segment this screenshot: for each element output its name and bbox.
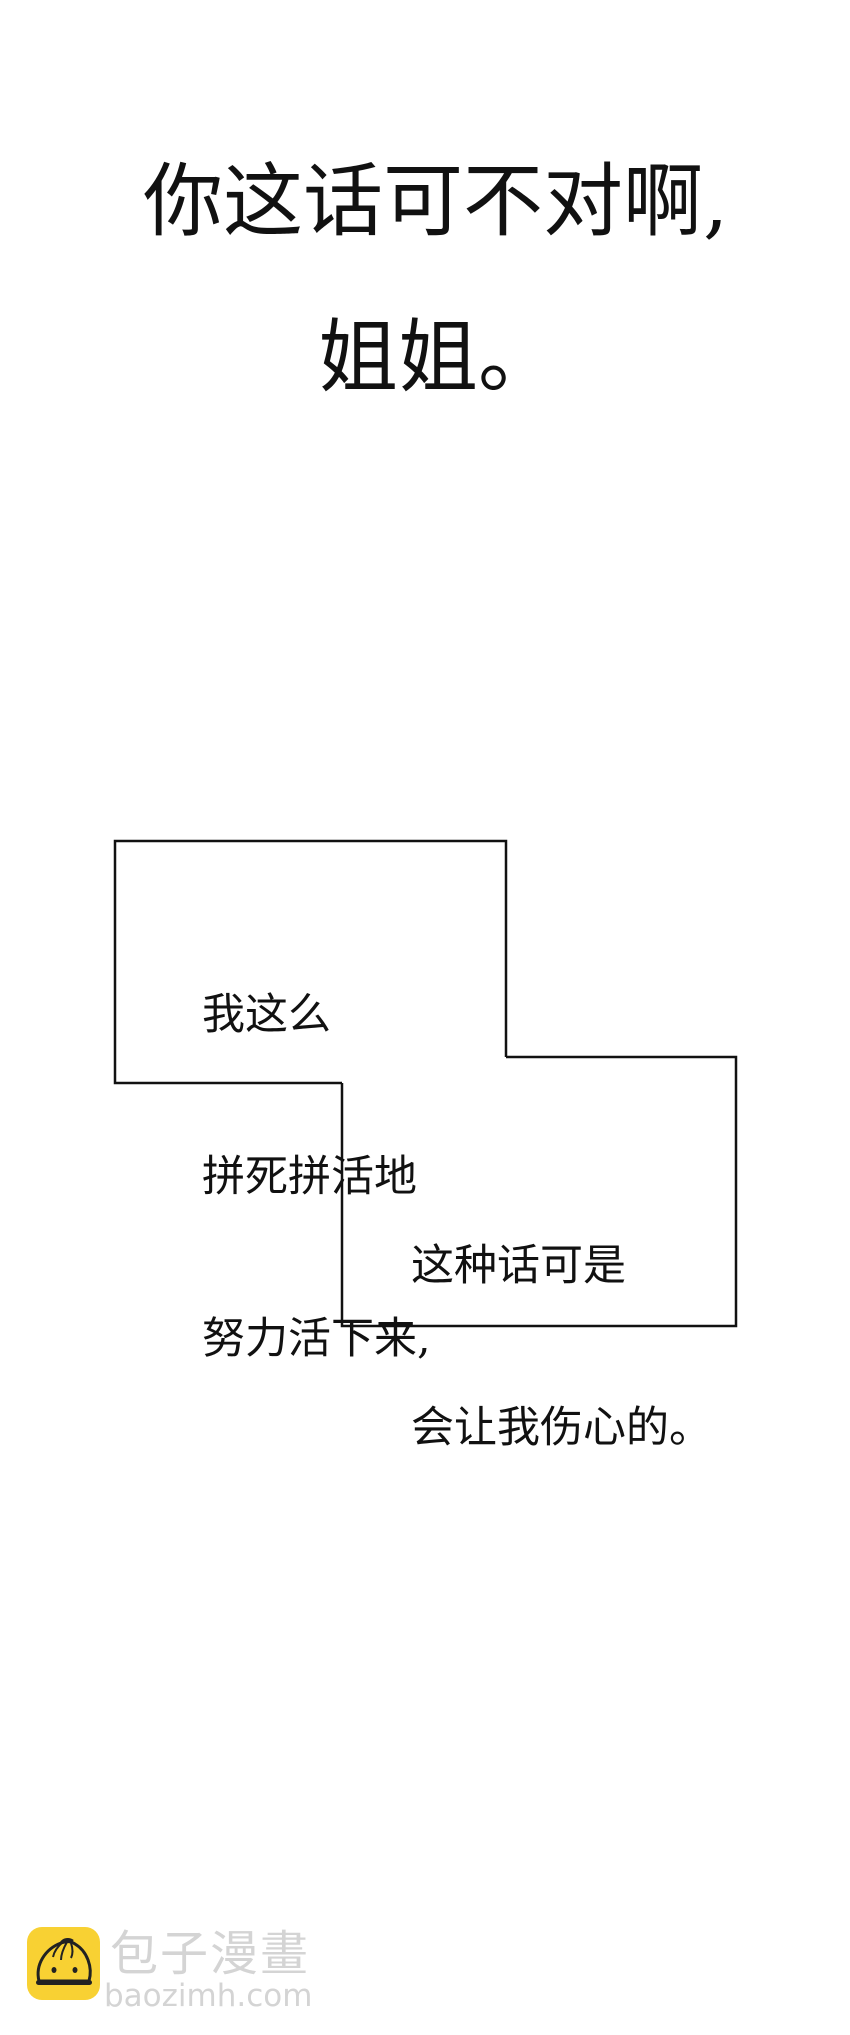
narration-right-line: 这种话可是 — [411, 1241, 626, 1291]
dialogue-line-1: 你这话可不对啊, — [143, 155, 729, 248]
narration-right-line: 会让我伤心的。 — [411, 1403, 712, 1453]
watermark-title: 包子漫畫 — [110, 1926, 311, 1982]
narration-left-line: 我这么 — [202, 990, 331, 1040]
watermark-url: baozimh.com — [104, 1978, 313, 2014]
narration-box-right-border — [340, 1055, 738, 1328]
narration-box-left-border — [113, 839, 508, 1085]
narration-left-line: 努力活下来, — [202, 1314, 431, 1364]
narration-box-left — [115, 841, 736, 1326]
narration-right: 这种话可是 会让我伤心的。 — [411, 1131, 712, 1509]
bun-mascot-icon — [27, 1927, 100, 2000]
dialogue-line-2: 姐姐。 — [318, 311, 558, 404]
narration-left-line: 拼死拼活地 — [202, 1152, 417, 1202]
narration-left: 我这么 拼死拼活地 努力活下来, — [202, 880, 431, 1420]
